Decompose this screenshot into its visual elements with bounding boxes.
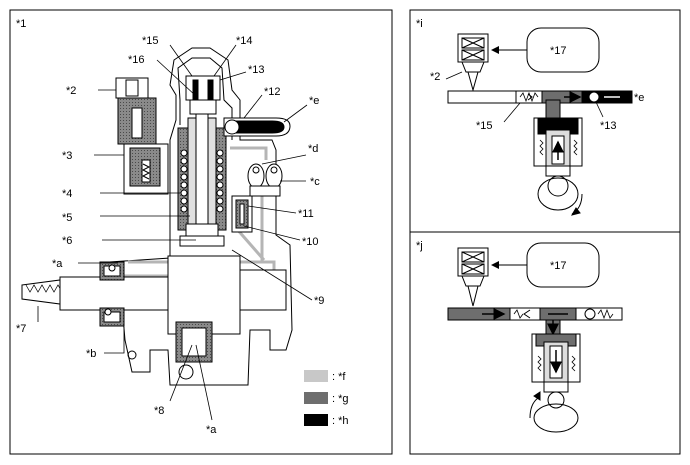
pressure-regulator (231, 195, 253, 233)
panel-j-chamber (529, 333, 581, 433)
panel-main: *1 (9, 9, 393, 455)
camshaft (21, 255, 287, 363)
panel-i: *i *17 (409, 9, 681, 233)
legend-label-h: : *h (332, 415, 349, 427)
label-13: *13 (248, 64, 265, 76)
legend-label-f: : *f (332, 371, 346, 383)
legend-label-g: : *g (332, 393, 349, 405)
label-c: *c (310, 176, 320, 188)
label-4: *4 (62, 188, 72, 200)
label-d: *d (308, 143, 318, 155)
label-14: *14 (236, 35, 253, 47)
label-6: *6 (62, 235, 72, 247)
legend-swatch-h (304, 414, 328, 426)
panel-i-tag: *i (416, 18, 423, 30)
label-8: *8 (154, 405, 164, 417)
label-2: *2 (66, 85, 76, 97)
panel-main-tag: *1 (16, 18, 26, 30)
plunger-assembly (177, 113, 227, 247)
plunger-spring-right (216, 149, 224, 213)
panel-j-ecu-label: *17 (550, 260, 567, 272)
panel-i-label-2: *2 (430, 71, 440, 83)
panel-i-pipeline (447, 90, 633, 121)
panel-i-label-15: *15 (476, 120, 493, 132)
legend-swatch-f (304, 370, 328, 382)
label-7: *7 (16, 323, 26, 335)
legend: : *f : *g : *h (304, 370, 349, 427)
mounting-bolts (104, 264, 116, 316)
panel-i-label-13: *13 (600, 120, 617, 132)
label-a-top: *a (52, 258, 63, 270)
solenoid-valve-housing (115, 77, 169, 195)
panel-j-ecu: *17 (491, 242, 600, 288)
panel-i-ecu: *17 (491, 27, 600, 73)
main-labels: *2 *3 *4 *5 *6 *a *7 *b *8 *a *9 *10 *11… (16, 35, 324, 436)
label-16: *16 (128, 54, 145, 66)
panel-i-ecu-label: *17 (550, 45, 567, 57)
label-b: *b (86, 348, 96, 360)
label-11: *11 (298, 208, 314, 220)
label-a-bottom: *a (206, 424, 217, 436)
outlet-valve-body (185, 75, 221, 115)
panel-j-pipeline (447, 307, 623, 336)
label-12: *12 (264, 86, 281, 98)
check-valves (247, 163, 283, 197)
panel-j-solenoid (457, 247, 489, 307)
label-9: *9 (314, 295, 324, 307)
leader-lines (37, 44, 313, 421)
label-10: *10 (302, 236, 319, 248)
plunger-spring-left (180, 149, 188, 213)
high-pressure-outlet (223, 117, 291, 137)
panel-i-label-e: *e (634, 92, 644, 104)
panel-j-tag: *j (416, 240, 423, 252)
panel-i-solenoid (457, 33, 489, 92)
label-3: *3 (62, 150, 72, 162)
label-15: *15 (142, 35, 159, 47)
panel-i-leaders (445, 71, 630, 123)
legend-swatch-g (304, 392, 328, 404)
label-5: *5 (62, 212, 72, 224)
panel-j: *j *17 (409, 231, 681, 455)
label-e: *e (309, 95, 319, 107)
panel-i-chamber (533, 117, 583, 216)
